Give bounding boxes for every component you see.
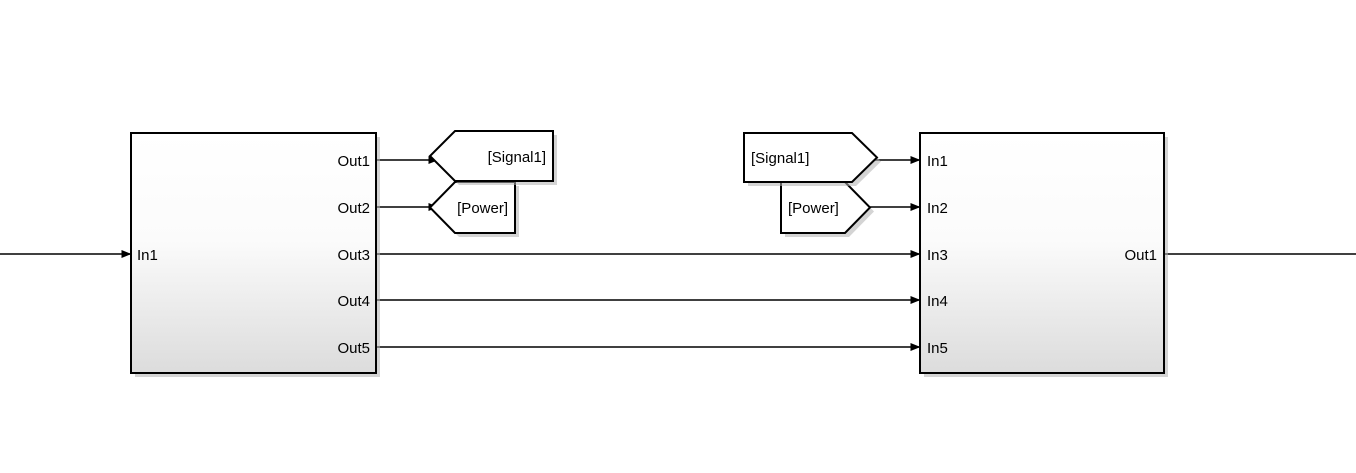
- left-subsystem-port-out4-label: Out4: [337, 293, 370, 310]
- goto-tag-power[interactable]: [Power]: [428, 181, 519, 237]
- left-subsystem-port-out1-label: Out1: [337, 153, 370, 170]
- goto-tag-power-label: [Power]: [457, 200, 508, 217]
- from-tag-signal1-label: [Signal1]: [751, 150, 809, 167]
- left-subsystem-block[interactable]: In1 Out1 Out2 Out3 Out4 Out5: [130, 132, 380, 377]
- goto-tag-signal1-body[interactable]: [428, 130, 554, 182]
- right-subsystem-body[interactable]: [919, 132, 1165, 374]
- left-subsystem-port-out3-label: Out3: [337, 247, 370, 264]
- goto-tag-signal1[interactable]: [Signal1]: [428, 130, 557, 185]
- left-subsystem-port-in1-label: In1: [137, 247, 158, 264]
- right-subsystem-block[interactable]: In1 In2 In3 In4 In5 Out1: [919, 132, 1168, 377]
- left-subsystem-port-out2-label: Out2: [337, 200, 370, 217]
- from-tag-power[interactable]: [Power]: [780, 181, 874, 237]
- from-tag-signal1[interactable]: [Signal1]: [743, 132, 881, 186]
- goto-tag-signal1-label: [Signal1]: [488, 149, 546, 166]
- right-subsystem-port-in5-label: In5: [927, 340, 948, 357]
- left-subsystem-port-out5-label: Out5: [337, 340, 370, 357]
- from-tag-power-label: [Power]: [788, 200, 839, 217]
- right-subsystem-port-out1-label: Out1: [1124, 247, 1157, 264]
- from-tag-signal1-body[interactable]: [743, 132, 879, 183]
- right-subsystem-port-in3-label: In3: [927, 247, 948, 264]
- right-subsystem-port-in4-label: In4: [927, 293, 948, 310]
- left-subsystem-body[interactable]: [130, 132, 377, 374]
- right-subsystem-port-in2-label: In2: [927, 200, 948, 217]
- right-subsystem-port-in1-label: In1: [927, 153, 948, 170]
- signal-lines: [0, 156, 1356, 351]
